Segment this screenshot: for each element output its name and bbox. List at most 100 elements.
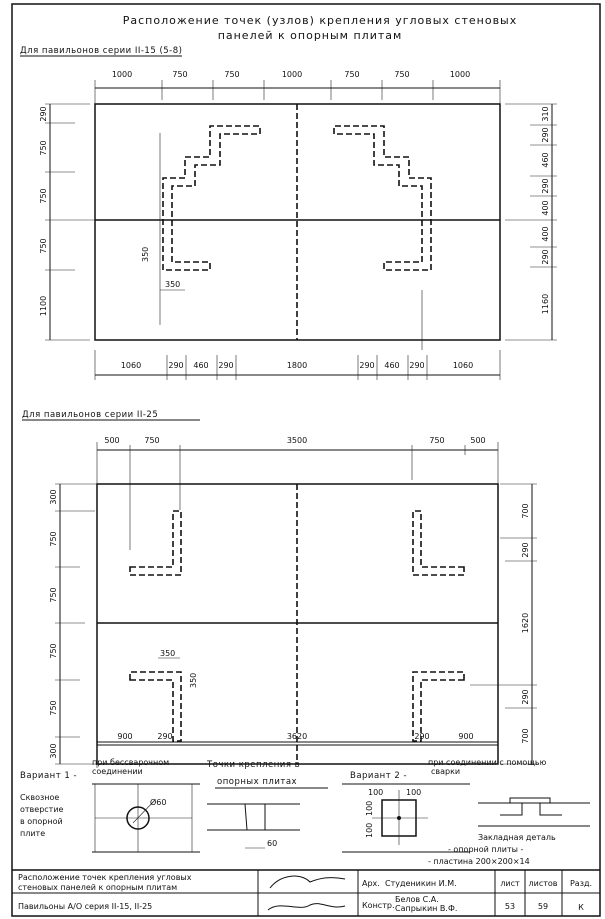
dim: 290 bbox=[414, 732, 429, 741]
plan2-bottom-dims: 900 290 3620 290 900 bbox=[96, 732, 498, 768]
plan2-right-dims: 700 290 1620 290 700 bbox=[470, 483, 537, 765]
dim: 1000 bbox=[282, 70, 302, 79]
plan-series-ii-25: Для павильонов серии II-25 500 750 3500 … bbox=[22, 410, 537, 768]
dim: 750 bbox=[144, 436, 159, 445]
dim: 290 bbox=[521, 689, 530, 704]
dim: 290 bbox=[157, 732, 172, 741]
drawing-title-line1: Расположение точек (узлов) крепления угл… bbox=[123, 14, 518, 27]
dim: 290 bbox=[521, 542, 530, 557]
variant1-label: Вариант 1 - bbox=[20, 771, 77, 781]
dim: 3500 bbox=[287, 436, 307, 445]
dim: 400 bbox=[541, 226, 550, 241]
hole-circle bbox=[126, 806, 150, 830]
dim: 350 bbox=[141, 247, 150, 262]
plan2-heading: Для павильонов серии II-25 bbox=[22, 410, 158, 420]
center-title: опорных плитах bbox=[217, 777, 297, 787]
dim: 1100 bbox=[39, 296, 48, 316]
dim: 750 bbox=[394, 70, 409, 79]
hole-note: плите bbox=[20, 829, 45, 838]
dim: 290 bbox=[541, 127, 550, 142]
plan1-top-dims: 1000 750 750 1000 750 750 1000 bbox=[94, 70, 501, 104]
dim: 700 bbox=[521, 728, 530, 743]
sheets-count: 59 bbox=[538, 902, 548, 911]
dim: 500 bbox=[470, 436, 485, 445]
signature-arch bbox=[269, 875, 346, 889]
dim: 750 bbox=[172, 70, 187, 79]
plan2-top-dims: 500 750 3500 750 500 bbox=[96, 436, 499, 550]
dim: 1060 bbox=[121, 361, 141, 370]
dim: 460 bbox=[541, 152, 550, 167]
dim: 750 bbox=[49, 531, 58, 546]
variant1-desc: при бессварочном bbox=[92, 758, 169, 767]
dim: 750 bbox=[429, 436, 444, 445]
name-constr: Белов С.А. bbox=[395, 895, 439, 904]
dim: 900 bbox=[117, 732, 132, 741]
plan2-left-dims: 300 750 750 750 750 300 bbox=[49, 483, 97, 765]
plate-dim: 100 bbox=[365, 801, 374, 816]
dim: 400 bbox=[541, 200, 550, 215]
variant1-desc: соединении bbox=[92, 767, 143, 776]
embed-note: Закладная деталь bbox=[478, 833, 556, 842]
dim: 700 bbox=[521, 503, 530, 518]
plate-dim: 100 bbox=[365, 823, 374, 838]
dim: 1160 bbox=[541, 294, 550, 314]
dim: 290 bbox=[541, 178, 550, 193]
sheet-label: лист bbox=[500, 879, 520, 888]
dim: 3620 bbox=[287, 732, 307, 741]
hole-note: отверстие bbox=[20, 805, 64, 814]
hole-note: Сквозное bbox=[20, 793, 59, 802]
plate-dim: 100 bbox=[368, 788, 383, 797]
attachment-details: Вариант 1 - при бессварочном соединении … bbox=[20, 758, 590, 866]
dim: 350 bbox=[160, 649, 175, 658]
dim: 300 bbox=[49, 489, 58, 504]
dim: 290 bbox=[39, 106, 48, 121]
plan1-right-dims: 310 290 460 290 400 400 290 1160 bbox=[505, 103, 557, 341]
diameter-label: Ø60 bbox=[150, 797, 166, 807]
dim: 500 bbox=[104, 436, 119, 445]
dim: 290 bbox=[168, 361, 183, 370]
title-block: Расположение точек крепления угловых сте… bbox=[12, 869, 600, 916]
dim: 300 bbox=[49, 743, 58, 758]
dim: 290 bbox=[541, 249, 550, 264]
section-label: Разд. bbox=[570, 879, 592, 888]
dim: 460 bbox=[193, 361, 208, 370]
sheet-frame bbox=[11, 3, 601, 917]
dim: 290 bbox=[218, 361, 233, 370]
plan1-left-dims: 290 750 750 750 1100 bbox=[39, 103, 95, 341]
section-code: К bbox=[578, 903, 584, 912]
dim: 750 bbox=[39, 238, 48, 253]
role-constr: Констр. bbox=[362, 901, 394, 910]
dim: 1620 bbox=[521, 613, 530, 633]
plan1-bottom-dims: 1060 290 460 290 1800 290 460 290 1060 bbox=[94, 350, 501, 380]
embed-note: - пластина 200×200×14 bbox=[428, 857, 530, 866]
role-arch: Арх. bbox=[362, 879, 380, 888]
gap-dim: 60 bbox=[267, 839, 277, 848]
dim: 1060 bbox=[453, 361, 473, 370]
embed-note: - опорной плиты - bbox=[448, 845, 523, 854]
dim: 290 bbox=[359, 361, 374, 370]
title-block-desc: Расположение точек крепления угловых bbox=[18, 873, 192, 882]
dim: 1000 bbox=[112, 70, 132, 79]
dim: 310 bbox=[541, 106, 550, 121]
dim: 350 bbox=[165, 280, 180, 289]
dim: 750 bbox=[39, 140, 48, 155]
dim: 290 bbox=[409, 361, 424, 370]
name-constr: Сапрыкин В.Ф. bbox=[395, 904, 457, 913]
sheets-label: листов bbox=[529, 879, 558, 888]
center-title: Точки крепления в bbox=[206, 760, 300, 770]
dim: 1800 bbox=[287, 361, 307, 370]
plan-series-ii-15: Для павильонов серии II-15 (5-8) 1000 75… bbox=[20, 46, 557, 380]
plan2-panel-joints bbox=[129, 510, 465, 742]
dim: 1000 bbox=[450, 70, 470, 79]
dim: 750 bbox=[49, 643, 58, 658]
dim: 750 bbox=[49, 587, 58, 602]
plate-dim: 100 bbox=[406, 788, 421, 797]
drawing-title-line2: панелей к опорным плитам bbox=[218, 29, 403, 42]
plan1-panel-joints bbox=[159, 125, 432, 350]
name-arch: Студеникин И.М. bbox=[385, 879, 457, 888]
dim: 350 bbox=[189, 673, 198, 688]
dim: 750 bbox=[344, 70, 359, 79]
dim: 750 bbox=[224, 70, 239, 79]
variant2-label: Вариант 2 - bbox=[350, 771, 407, 781]
